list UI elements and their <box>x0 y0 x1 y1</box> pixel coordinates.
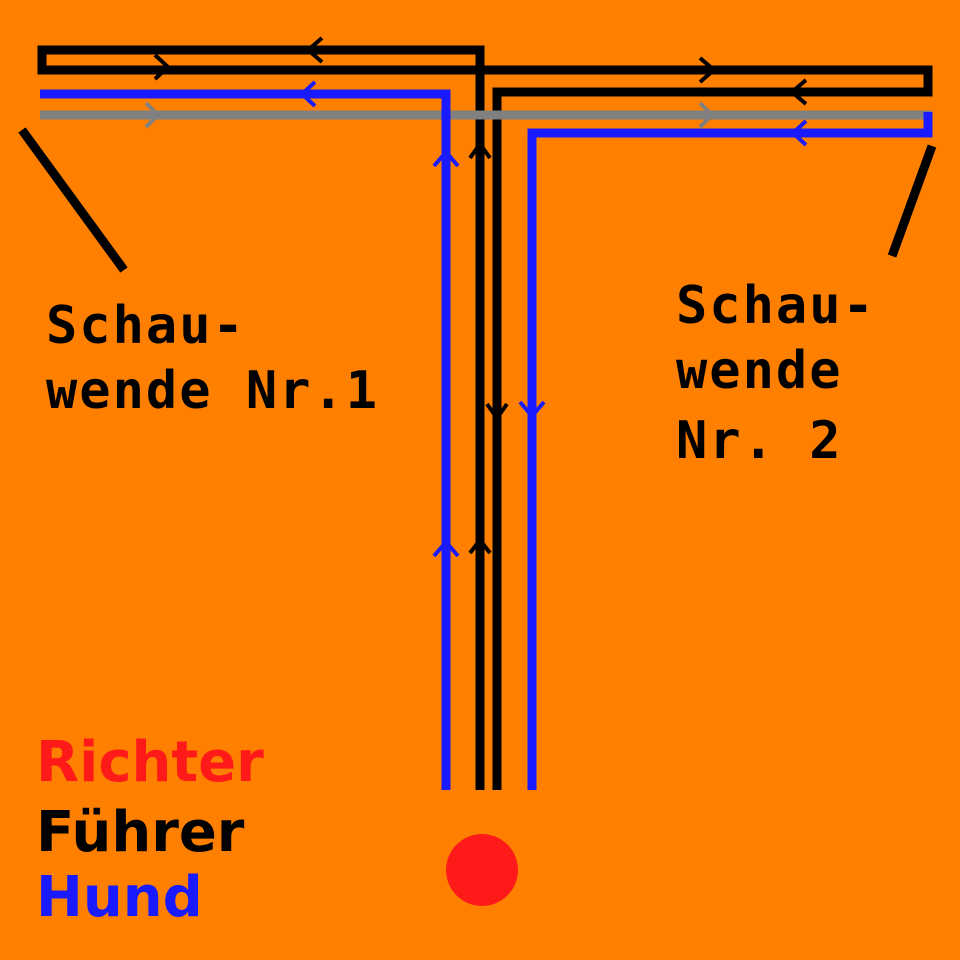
legend-handler: Führer <box>36 800 245 865</box>
legend-dog: Hund <box>36 865 203 930</box>
dog-arrow-vert-2 <box>518 400 546 420</box>
handler-arrow-vert-3 <box>468 536 492 555</box>
handler-arrow-top-3 <box>698 56 718 84</box>
turn-point-2-line1: Schau- <box>676 276 876 336</box>
handler-arrow-top-2 <box>304 36 324 64</box>
dog-path-left <box>40 89 451 790</box>
handler-arrow-vert-1 <box>468 140 492 160</box>
pointer-turn-2 <box>887 144 937 258</box>
turn-point-1-line1: Schau- <box>46 296 246 356</box>
handler-path-right <box>482 65 933 790</box>
grey-arrow-1 <box>144 101 161 129</box>
dog-arrow-vert-3 <box>432 538 460 558</box>
legend-judge: Richter <box>36 730 264 795</box>
turn-point-1-line2: wende Nr.1 <box>46 361 380 421</box>
grey-arrow-2 <box>698 101 715 129</box>
judge-marker <box>446 834 518 906</box>
dog-arrow-vert-1 <box>432 148 460 168</box>
pointer-turn-1 <box>18 127 128 273</box>
dog-arrow-top-2 <box>790 119 808 147</box>
turn-point-2-line3: Nr. 2 <box>676 411 843 471</box>
dog-path-right <box>527 112 933 790</box>
handler-arrow-vert-2 <box>485 402 509 422</box>
handler-arrow-top-1 <box>153 53 171 81</box>
dog-arrow-top-1 <box>299 80 317 108</box>
handler-path-outer <box>37 45 485 790</box>
turn-point-2-line2: wende <box>676 341 843 401</box>
handler-arrow-top-4 <box>788 78 808 106</box>
